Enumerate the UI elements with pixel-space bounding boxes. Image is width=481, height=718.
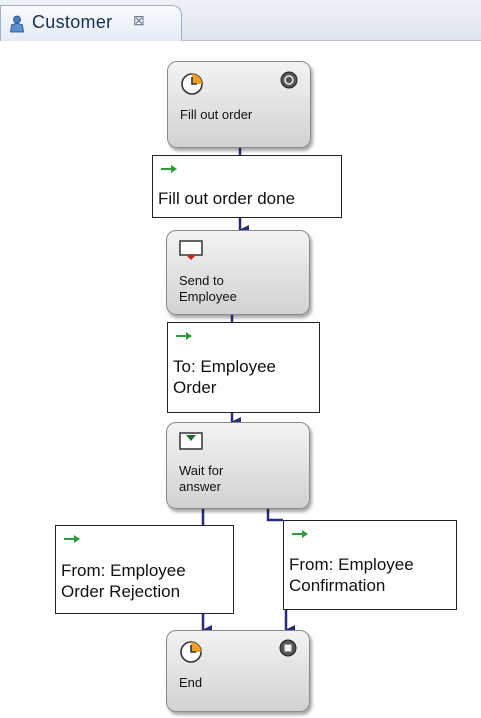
node-label: Send to Employee [179, 273, 237, 304]
transition-arrow-icon [176, 332, 192, 340]
node-label: Wait for answer [179, 463, 224, 494]
transition-label: From: Employee Confirmation [289, 555, 414, 595]
node-end[interactable]: End [166, 630, 310, 712]
info-badge-icon [280, 71, 298, 89]
edge-wait-to-note4 [266, 509, 283, 522]
editor-tab-bar: Customer ⊠ [0, 0, 481, 41]
transition-arrow-icon [64, 535, 80, 543]
node-wait-for-answer[interactable]: Wait for answer [166, 422, 310, 509]
transition-label: Fill out order done [158, 189, 296, 208]
transition-label: To: Employee Order [173, 357, 276, 397]
node-label: Fill out order [180, 107, 253, 122]
transition-from-employee-confirmation[interactable]: From: Employee Confirmation [283, 520, 457, 610]
receive-message-icon [179, 432, 203, 450]
transition-arrow-icon [292, 530, 308, 538]
transition-to-employee-order[interactable]: To: Employee Order [167, 322, 320, 413]
node-label: End [179, 675, 203, 690]
transition-from-employee-order-rejection[interactable]: From: Employee Order Rejection [55, 525, 234, 614]
customer-person-icon [10, 15, 24, 33]
tab-customer[interactable]: Customer ⊠ [0, 5, 182, 41]
node-send-to-employee[interactable]: Send to Employee [166, 230, 310, 315]
clock-end-icon [180, 641, 202, 663]
transition-arrow-icon [161, 165, 177, 173]
transition-fill-out-order-done[interactable]: Fill out order done [152, 155, 342, 218]
send-message-icon [179, 240, 203, 260]
close-icon[interactable]: ⊠ [133, 12, 145, 28]
stop-badge-icon [279, 639, 297, 657]
transition-label: From: Employee Order Rejection [61, 561, 186, 601]
clock-start-icon [181, 73, 203, 95]
tab-title: Customer [32, 12, 113, 32]
node-fill-out-order[interactable]: Fill out order [167, 61, 311, 148]
